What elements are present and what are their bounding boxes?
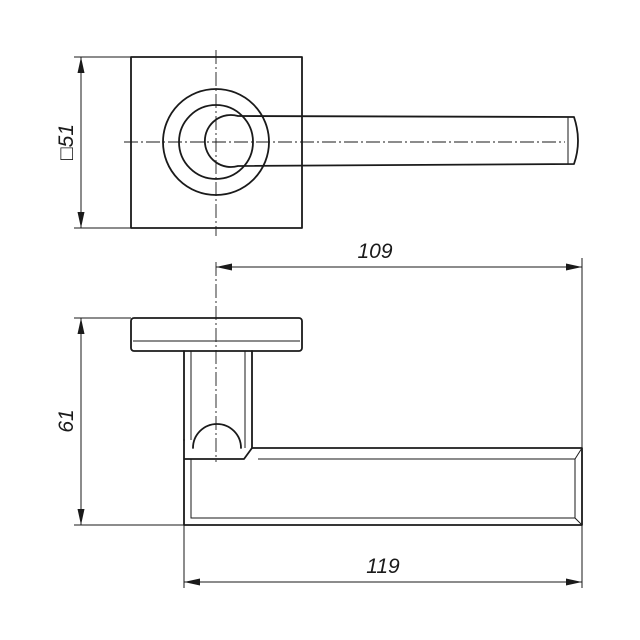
dim-label-height: 61 xyxy=(55,409,78,432)
arrowhead xyxy=(77,509,85,525)
lever-body-side xyxy=(183,439,583,526)
neck-collar-arc xyxy=(192,423,242,449)
lever-inner-bevel xyxy=(190,458,576,519)
dim-label-overall-length: 119 xyxy=(366,555,400,578)
dim-label-projection-length: 109 xyxy=(357,240,392,263)
arrowhead xyxy=(216,263,232,271)
lever-end-bevel xyxy=(574,517,583,526)
arrowhead xyxy=(77,318,85,334)
dim-label-rose-size: □51 xyxy=(55,124,78,160)
square-rose-plate xyxy=(130,56,303,229)
lever-arm-top-view xyxy=(204,114,579,168)
lever-end-bevel xyxy=(574,447,583,460)
arrowhead xyxy=(77,212,85,228)
top-view: □51 xyxy=(55,50,579,236)
handle-neck xyxy=(183,350,253,449)
rose-plate-side xyxy=(130,317,303,352)
arrowhead xyxy=(184,578,200,586)
side-view: 109 61 119 xyxy=(55,240,583,588)
arrowhead xyxy=(566,263,582,271)
arrowhead xyxy=(566,578,582,586)
arrowhead xyxy=(77,57,85,73)
